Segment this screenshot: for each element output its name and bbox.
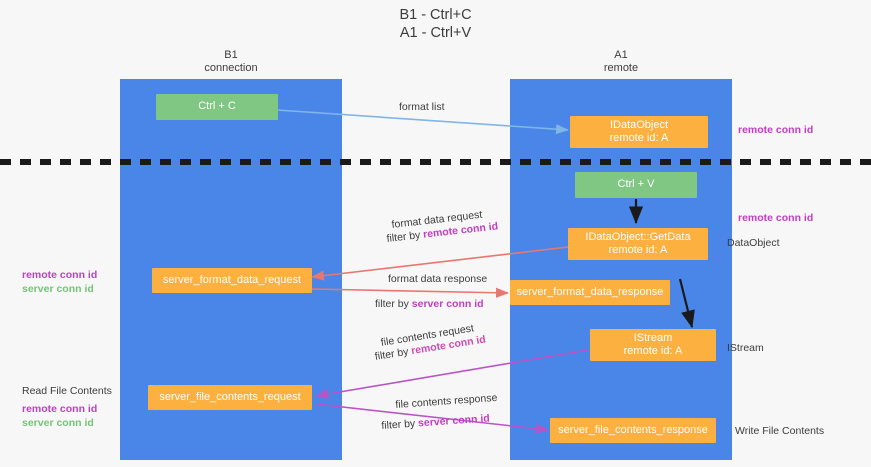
annotation-read-file-contents-text: Read File Contents — [22, 385, 112, 397]
box-server-file-contents-request[interactable]: server_file_contents_request — [148, 385, 312, 410]
label-format-data-response-filter-prefix: filter by — [375, 298, 412, 310]
box-server-format-data-request[interactable]: server_format_data_request — [152, 268, 312, 293]
annotation-left-server-conn-id-mid: server conn id — [22, 283, 94, 295]
label-format-data-response-filter-key: server conn id — [411, 298, 484, 310]
label-file-contents-request-filter-prefix: filter by — [374, 345, 413, 363]
label-file-contents-response-filter-key: server conn id — [417, 412, 491, 430]
box-idataobject-getdata[interactable]: IDataObject::GetData remote id: A — [568, 228, 708, 260]
box-idataobject-getdata-line2: remote id: A — [608, 244, 668, 256]
annotation-remote-conn-id-top-text: remote conn id — [738, 124, 814, 136]
box-idataobject-getdata-line1: IDataObject::GetData — [585, 230, 691, 243]
column-header-a1-role: remote — [603, 62, 639, 74]
box-istream[interactable]: IStream remote id: A — [590, 329, 716, 361]
box-server-format-data-request-label: server_format_data_request — [162, 273, 302, 286]
label-file-contents-response: file contents response — [395, 391, 498, 411]
annotation-istream-text: IStream — [727, 342, 764, 354]
column-header-a1-name: A1 — [614, 49, 628, 61]
title-line-1: B1 - Ctrl+C — [399, 7, 472, 23]
annotation-remote-conn-id-mid-text: remote conn id — [738, 212, 814, 224]
annotation-left-remote-conn-id-mid: remote conn id — [22, 269, 98, 281]
title-line-2: A1 - Ctrl+V — [399, 25, 472, 41]
column-header-b1-role: connection — [204, 62, 258, 74]
column-header-a1: A1 remote — [510, 49, 732, 75]
annotation-dataobject: DataObject — [727, 236, 780, 250]
box-istream-line1: IStream — [633, 331, 673, 344]
annotation-left-conn-ids-low: remote conn id server conn id — [22, 402, 97, 430]
annotation-write-file-contents: Write File Contents — [735, 424, 824, 438]
annotation-istream: IStream — [727, 341, 764, 355]
box-istream-line2: remote id: A — [623, 345, 683, 357]
box-server-file-contents-response[interactable]: server_file_contents_response — [550, 418, 716, 443]
box-ctrl-c-label: Ctrl + C — [198, 100, 236, 113]
box-ctrl-v[interactable]: Ctrl + V — [575, 172, 697, 198]
box-ctrl-v-label: Ctrl + V — [617, 178, 655, 191]
label-format-data-response-filter: filter by server conn id — [375, 298, 484, 311]
box-idataobject-line2: remote id: A — [609, 132, 669, 144]
label-format-data-response: format data response — [388, 273, 488, 285]
annotation-write-file-contents-text: Write File Contents — [735, 425, 825, 437]
annotation-left-conn-ids-mid: remote conn id server conn id — [22, 268, 97, 296]
column-header-b1-name: B1 — [224, 49, 238, 61]
annotation-read-file-contents: Read File Contents — [22, 384, 112, 398]
box-ctrl-c[interactable]: Ctrl + C — [156, 94, 278, 120]
annotation-dataobject-text: DataObject — [727, 237, 780, 249]
box-server-format-data-response[interactable]: server_format_data_response — [510, 280, 670, 305]
label-file-contents-response-filter-prefix: filter by — [381, 417, 419, 432]
box-idataobject-line1: IDataObject — [609, 118, 669, 131]
label-format-data-request-filter-prefix: filter by — [386, 228, 424, 245]
label-file-contents-response-filter: filter by server conn id — [381, 412, 490, 433]
box-idataobject[interactable]: IDataObject remote id: A — [570, 116, 708, 148]
label-format-list: format list — [399, 101, 445, 113]
page-title: B1 - Ctrl+C A1 - Ctrl+V — [0, 6, 871, 42]
box-server-format-data-response-label: server_format_data_response — [516, 285, 664, 298]
annotation-left-server-conn-id-low: server conn id — [22, 417, 94, 429]
box-server-file-contents-request-label: server_file_contents_request — [159, 390, 301, 403]
annotation-remote-conn-id-mid: remote conn id — [738, 211, 813, 225]
column-header-b1: B1 connection — [120, 49, 342, 75]
box-server-file-contents-response-label: server_file_contents_response — [558, 423, 708, 436]
annotation-remote-conn-id-top: remote conn id — [738, 123, 813, 137]
annotation-left-remote-conn-id-low: remote conn id — [22, 403, 98, 415]
